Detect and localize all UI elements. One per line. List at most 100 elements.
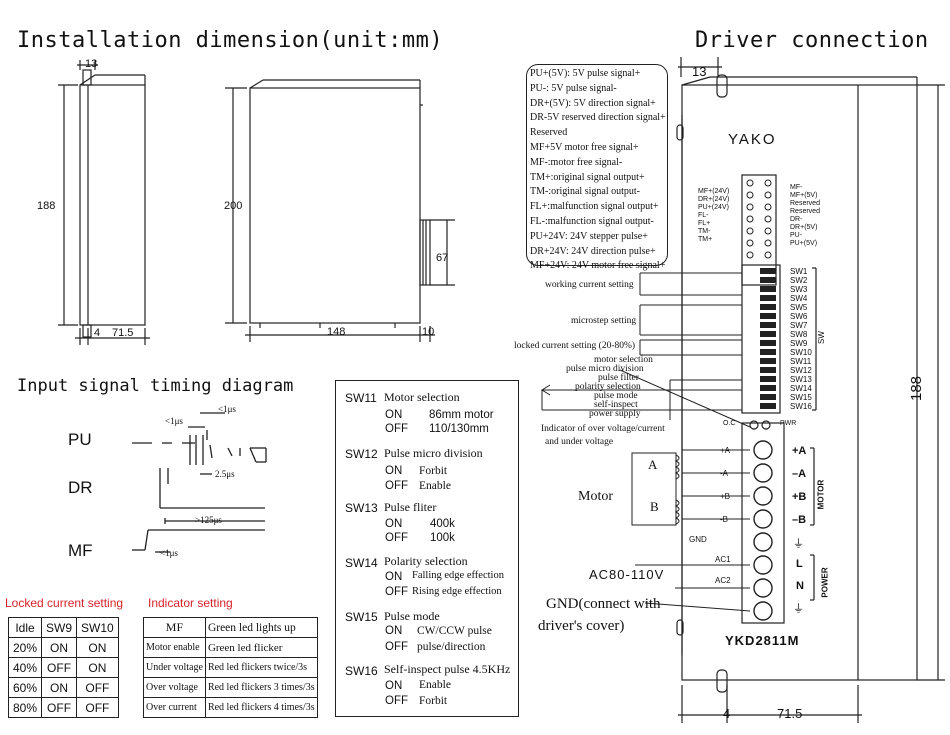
- timing-t3: 2.5μs: [215, 469, 235, 479]
- signal-list: PU+(5V): 5V pulse signal+ PU-: 5V pulse …: [530, 67, 680, 274]
- sw15-title: Pulse mode: [384, 609, 440, 623]
- sw14-id: SW14: [345, 556, 378, 570]
- callout-indicator: Indicator of over voltage/current: [541, 424, 665, 434]
- sw16-on-value: Enable: [419, 679, 451, 691]
- switch-label: SW6: [790, 312, 808, 321]
- sw12-off-key: OFF: [385, 480, 408, 492]
- sw13-id: SW13: [345, 501, 378, 515]
- sw11-id: SW11: [345, 391, 377, 405]
- sw14-off-key: OFF: [385, 586, 408, 598]
- callout-microstep: microstep setting: [571, 316, 637, 326]
- sw15-on-key: ON: [385, 625, 403, 637]
- pin-label: Reserved: [790, 200, 820, 207]
- table-cell: ON: [76, 657, 119, 678]
- sw12-on-key: ON: [385, 465, 403, 477]
- led-oc-label: O.C: [723, 420, 736, 427]
- switch-label: SW16: [790, 402, 812, 411]
- dim-side-height: 188: [37, 200, 56, 212]
- table-cell: OFF: [76, 677, 119, 698]
- sw11-off-key: OFF: [385, 423, 408, 435]
- table-row: 40% OFF ON: [7, 657, 119, 678]
- table-cell: Red led flickers 4 times/3s: [204, 697, 318, 718]
- table-header-row: MF Green led lights up: [143, 617, 318, 638]
- pin-label: MF+(5V): [790, 192, 818, 199]
- table-cell: 80%: [7, 697, 43, 718]
- switch-label: SW2: [790, 276, 808, 285]
- table-row: Motor enable Green led flicker: [143, 637, 318, 658]
- pin-label: TM+: [698, 236, 713, 243]
- dim-front-height: 200: [224, 200, 243, 212]
- table-cell: MF: [143, 617, 206, 638]
- pin-label: PU+(5V): [790, 240, 818, 247]
- motor-vert-label: MOTOR: [816, 479, 826, 510]
- callout-pulse-filter: pulse filter: [598, 373, 639, 383]
- table-cell: Red led flickers 3 times/3s: [204, 677, 318, 698]
- dim-side-bottom-a: 4: [94, 327, 101, 339]
- sw11-off-value: 110/130mm: [429, 423, 489, 435]
- table-cell: Under voltage: [143, 657, 206, 678]
- switch-label: SW1: [790, 267, 808, 276]
- table-cell: OFF: [41, 657, 78, 678]
- install-title: Installation dimension(unit:mm): [17, 28, 444, 53]
- signal-item: Reserved: [530, 127, 568, 139]
- sw15-off-key: OFF: [385, 641, 408, 653]
- term-label-b-plus: +B: [720, 492, 731, 501]
- callout-power-supply: power supply: [589, 409, 641, 419]
- sw11-on-key: ON: [385, 409, 403, 421]
- table-row: Over voltage Red led flickers 3 times/3s: [143, 677, 318, 698]
- table-header-row: Idle SW9 SW10: [7, 617, 119, 638]
- switch-label: SW4: [790, 294, 808, 303]
- table-row: Under voltage Red led flickers twice/3s: [143, 657, 318, 678]
- table-cell: ON: [41, 677, 78, 698]
- locked-current-title: Locked current setting: [5, 596, 124, 610]
- term-right-l: L: [796, 558, 803, 570]
- pin-label: Reserved: [790, 208, 820, 215]
- timing-t4: >125μs: [195, 515, 222, 525]
- table-cell: Over current: [143, 697, 206, 718]
- sw16-id: SW16: [345, 664, 378, 678]
- term-right-n: N: [796, 580, 804, 592]
- callout-indicator-2: and under voltage: [545, 437, 614, 447]
- table-row: 20% ON ON: [7, 637, 119, 658]
- term-label-b-minus: -B: [720, 515, 728, 524]
- sw14-on-value: Falling edge effection: [412, 570, 504, 581]
- switch-label: SW9: [790, 339, 808, 348]
- motor-label: Motor: [578, 489, 613, 504]
- timing-t5: <1μs: [160, 548, 178, 558]
- switch-label: SW8: [790, 330, 808, 339]
- timing-pu-label: PU: [68, 430, 92, 449]
- sw12-id: SW12: [345, 447, 378, 461]
- driver-model: YKD2811M: [725, 633, 800, 648]
- callout-self-inspect: self-inspect: [594, 400, 638, 410]
- pin-label: MF-: [790, 184, 803, 191]
- callout-motor-selection: motor selection: [594, 355, 653, 365]
- sw14-on-key: ON: [385, 571, 403, 583]
- gnd-label-2: driver's cover): [538, 618, 625, 634]
- pin-label: DR+(5V): [790, 224, 818, 231]
- sw12-on-value: Forbit: [419, 465, 448, 477]
- term-right-ground-icon: ⏚: [793, 538, 804, 550]
- sw15-on-value: CW/CCW pulse: [417, 625, 492, 637]
- sw-settings-box: [335, 380, 519, 717]
- sw16-title: Self-inspect pulse 4.5KHz: [384, 662, 511, 676]
- coil-b-label: B: [650, 499, 659, 514]
- signal-item: DR+24V: 24V direction pulse+: [530, 245, 656, 257]
- dim-drv-bottom-b: 71.5: [777, 706, 803, 721]
- sw14-off-value: Rising edge effection: [412, 586, 502, 597]
- table-cell: Motor enable: [143, 637, 206, 658]
- term-label-ac1: AC1: [715, 555, 731, 564]
- side-view-drawing: [58, 60, 150, 345]
- switch-label: SW12: [790, 366, 812, 375]
- sw11-on-value: 86mm motor: [429, 409, 494, 421]
- timing-diagram: [132, 412, 267, 553]
- term-right-a-minus: –A: [792, 468, 807, 480]
- table-cell: 20%: [7, 637, 43, 658]
- table-cell: OFF: [76, 697, 119, 718]
- term-label-a-minus: -A: [720, 469, 728, 478]
- switch-label: SW7: [790, 321, 808, 330]
- signal-item: PU-: 5V pulse signal-: [530, 82, 617, 94]
- signal-item: TM-:original signal output-: [530, 186, 640, 198]
- table-cell: SW9: [41, 617, 78, 638]
- pin-label: DR+(24V): [698, 196, 730, 203]
- signal-item: TM+:original signal output+: [530, 171, 645, 183]
